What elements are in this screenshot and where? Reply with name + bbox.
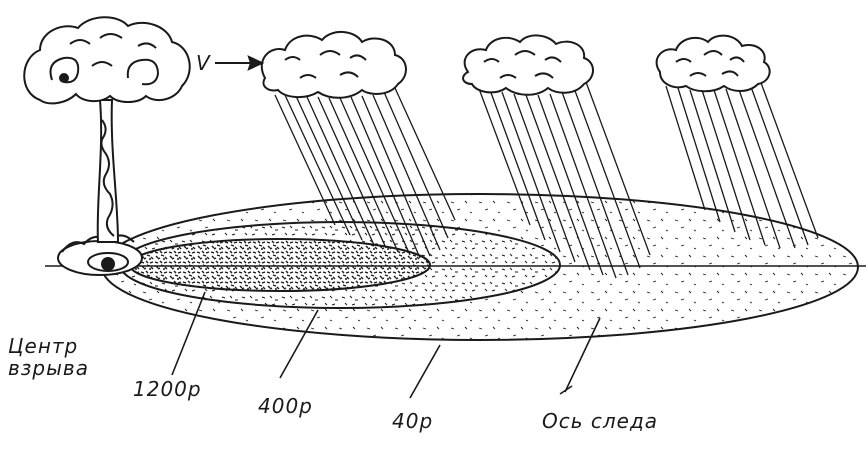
fallout-rain-2	[477, 81, 651, 279]
zone-400-label: 400р	[258, 394, 313, 418]
trace-axis-label: Ось следа	[542, 409, 659, 433]
explosion-center-label: Центр взрыва	[8, 335, 118, 379]
cloud-icon	[462, 34, 594, 96]
fallout-rain-1	[274, 87, 456, 259]
cloud-icon	[655, 34, 771, 93]
cloud-icon	[260, 31, 407, 99]
explosion-center-label-line2: взрыва	[8, 356, 89, 380]
explosion-center-label-line1: Центр	[8, 334, 79, 358]
leader-axis	[564, 317, 601, 393]
zone-1200-label: 1200р	[133, 377, 202, 401]
label-leaders	[171, 291, 601, 399]
leader-1200	[171, 291, 206, 376]
fallout-rain-3	[665, 79, 819, 249]
leader-400	[279, 309, 319, 379]
wind-label: V	[196, 51, 211, 75]
mushroom-cloud-icon	[23, 16, 191, 276]
wind-arrow-icon	[215, 55, 265, 71]
zone-40-label: 40р	[392, 409, 434, 433]
leader-40	[409, 344, 441, 399]
